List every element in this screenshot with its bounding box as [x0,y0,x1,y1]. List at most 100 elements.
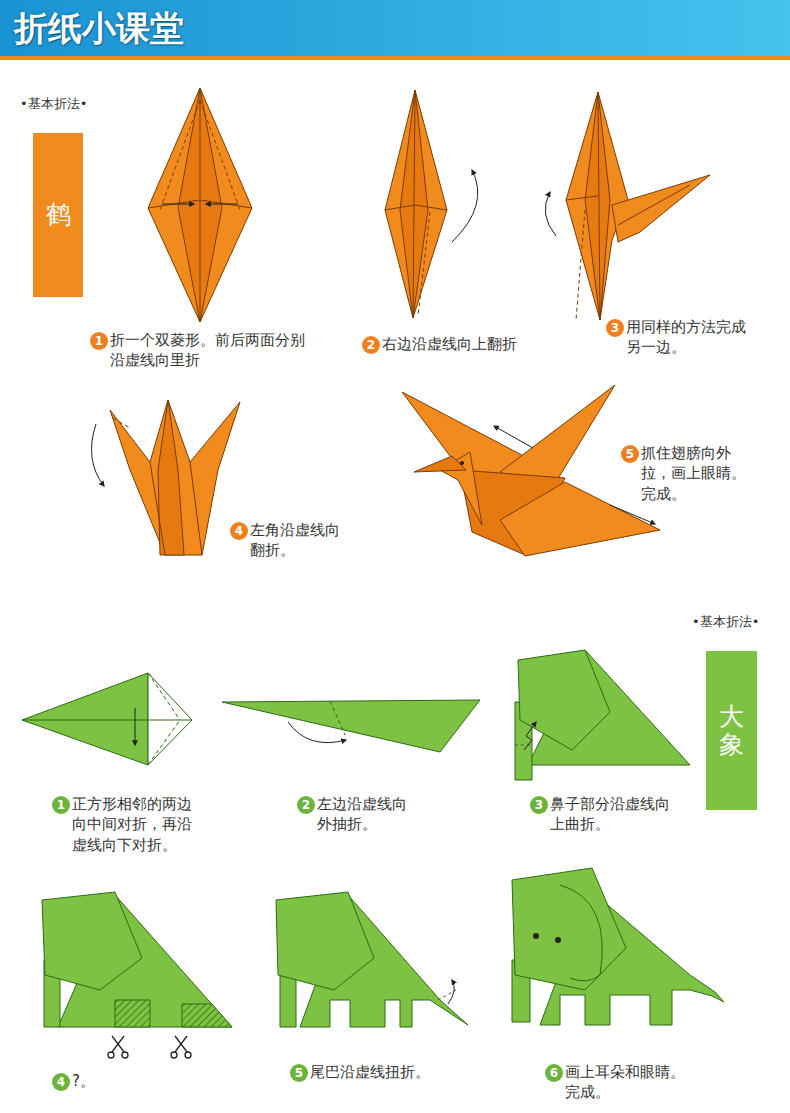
crane-step3-part [612,175,710,242]
elephant-step3-part [518,650,610,750]
callout-number: 3 [530,796,548,814]
callout-number: 1 [52,796,70,814]
elephant-step1-part [148,673,192,765]
elephant-step1-part [148,720,180,765]
step-text: 尾巴沿虚线扭折。 [310,1062,430,1082]
step-text: 左角沿虚线向 翻折。 [250,520,350,561]
title-tab: 鹤 [33,133,83,297]
callout-number: 1 [90,332,108,350]
callout-number: 3 [606,319,624,337]
crane-step5-part [500,482,660,556]
elephant-step4 [42,892,232,1058]
elephant-step6-part [555,937,561,943]
crane-step3-part [598,92,600,320]
tab-text: 鹤 [46,201,71,229]
section-tag: •基本折法• [20,95,87,113]
elephant-step2-part [330,701,345,735]
crane-step4-part [150,462,165,555]
elephant-step4-part [115,1000,150,1027]
elephant-step3-part [515,745,533,746]
crane-step1-part [200,200,252,208]
crane-step1-part [148,200,200,208]
scissors-symbol-part [175,1036,187,1052]
crane-step4-part [92,424,105,486]
crane-step5-part [414,456,466,472]
scissors-symbol-part [108,1052,114,1058]
crane-step1-part [206,204,238,205]
scissors-symbol-part [171,1052,177,1058]
crane-step2-part [385,205,415,210]
elephant-step1-part [22,673,148,765]
callout-number: 2 [362,336,380,354]
callout-number: 5 [621,445,639,463]
elephant-step2-part [222,700,480,752]
callout-number: 2 [297,796,315,814]
scissors-symbol-part [122,1052,128,1058]
crane-step2-part [452,170,478,242]
scissors-symbol-part [112,1036,124,1052]
crane-step1-part [200,100,240,210]
step-text: 右边沿虚线向上翻折 [382,334,517,354]
callout-number: 6 [545,1064,563,1082]
header-band-part [0,0,790,56]
header-band [0,0,790,60]
page-title: 折纸小课堂 [14,6,184,52]
elephant-step6 [512,868,724,1025]
elephant-step1-part [135,708,136,745]
elephant-step6-part [512,868,626,990]
crane-step2-part [413,90,415,318]
crane-step2-part [385,90,447,318]
elephant-step1-part [22,720,192,721]
crane-step1-part [160,100,200,210]
crane-step3-part [545,192,556,236]
crane-step4-part [158,400,184,555]
title-tab: 大象 [706,651,757,810]
crane-step1-part [200,88,201,322]
crane-step5-part [494,426,533,448]
crane-step1-part [178,88,222,322]
elephant-step4-part [182,1004,232,1027]
callout-number: 4 [230,522,248,540]
crane-step1-part [162,204,194,205]
crane-step2-part [418,212,430,316]
crane-step4-part [190,462,202,555]
crane-step5-part [610,505,655,524]
callout-number: 4 [52,1073,70,1091]
step-text: 折一个双菱形。前后两面分别 沿虚线向里折 [110,330,315,371]
crane-step5 [402,385,660,556]
step-text: 鼻子部分沿虚线向 上曲折。 [550,794,680,835]
crane-step2-part [400,90,428,318]
crane-step2 [385,90,478,318]
elephant-step2 [222,700,480,752]
scissors-symbol-part [112,1036,124,1052]
section-tag: •基本折法• [692,613,759,631]
scissors-symbol-part [175,1036,187,1052]
crane-step3-part [566,196,598,200]
step-text: 正方形相邻的两边 向中间对折，再沿 虚线向下对折。 [72,794,202,855]
elephant-step1 [22,673,192,765]
crane-step1 [148,88,252,322]
elephant-step2-part [288,722,346,743]
elephant-step5 [276,892,468,1027]
elephant-step6-part [533,933,539,939]
header-band-part [0,56,790,60]
crane-step2-part [415,205,447,210]
elephant-step6-part [560,885,602,981]
elephant-step1-part [148,673,180,720]
callout-number: 5 [290,1064,308,1082]
step-text: ?。 [72,1071,95,1091]
crane-step4-part [113,418,130,428]
crane-step3 [545,92,710,320]
crane-step4-part [110,400,240,555]
elephant-step3-part [524,722,536,750]
elephant-step5-part [448,980,454,1004]
step-text: 用同样的方法完成 另一边。 [626,317,756,358]
scissors-symbol [108,1036,191,1058]
crane-step3-part [576,210,585,320]
crane-step1-part [148,88,252,322]
scissors-symbol-part [185,1052,191,1058]
tab-text: 大象 [719,703,744,758]
elephant-step3 [515,650,690,780]
elephant-step4-part [42,892,142,990]
